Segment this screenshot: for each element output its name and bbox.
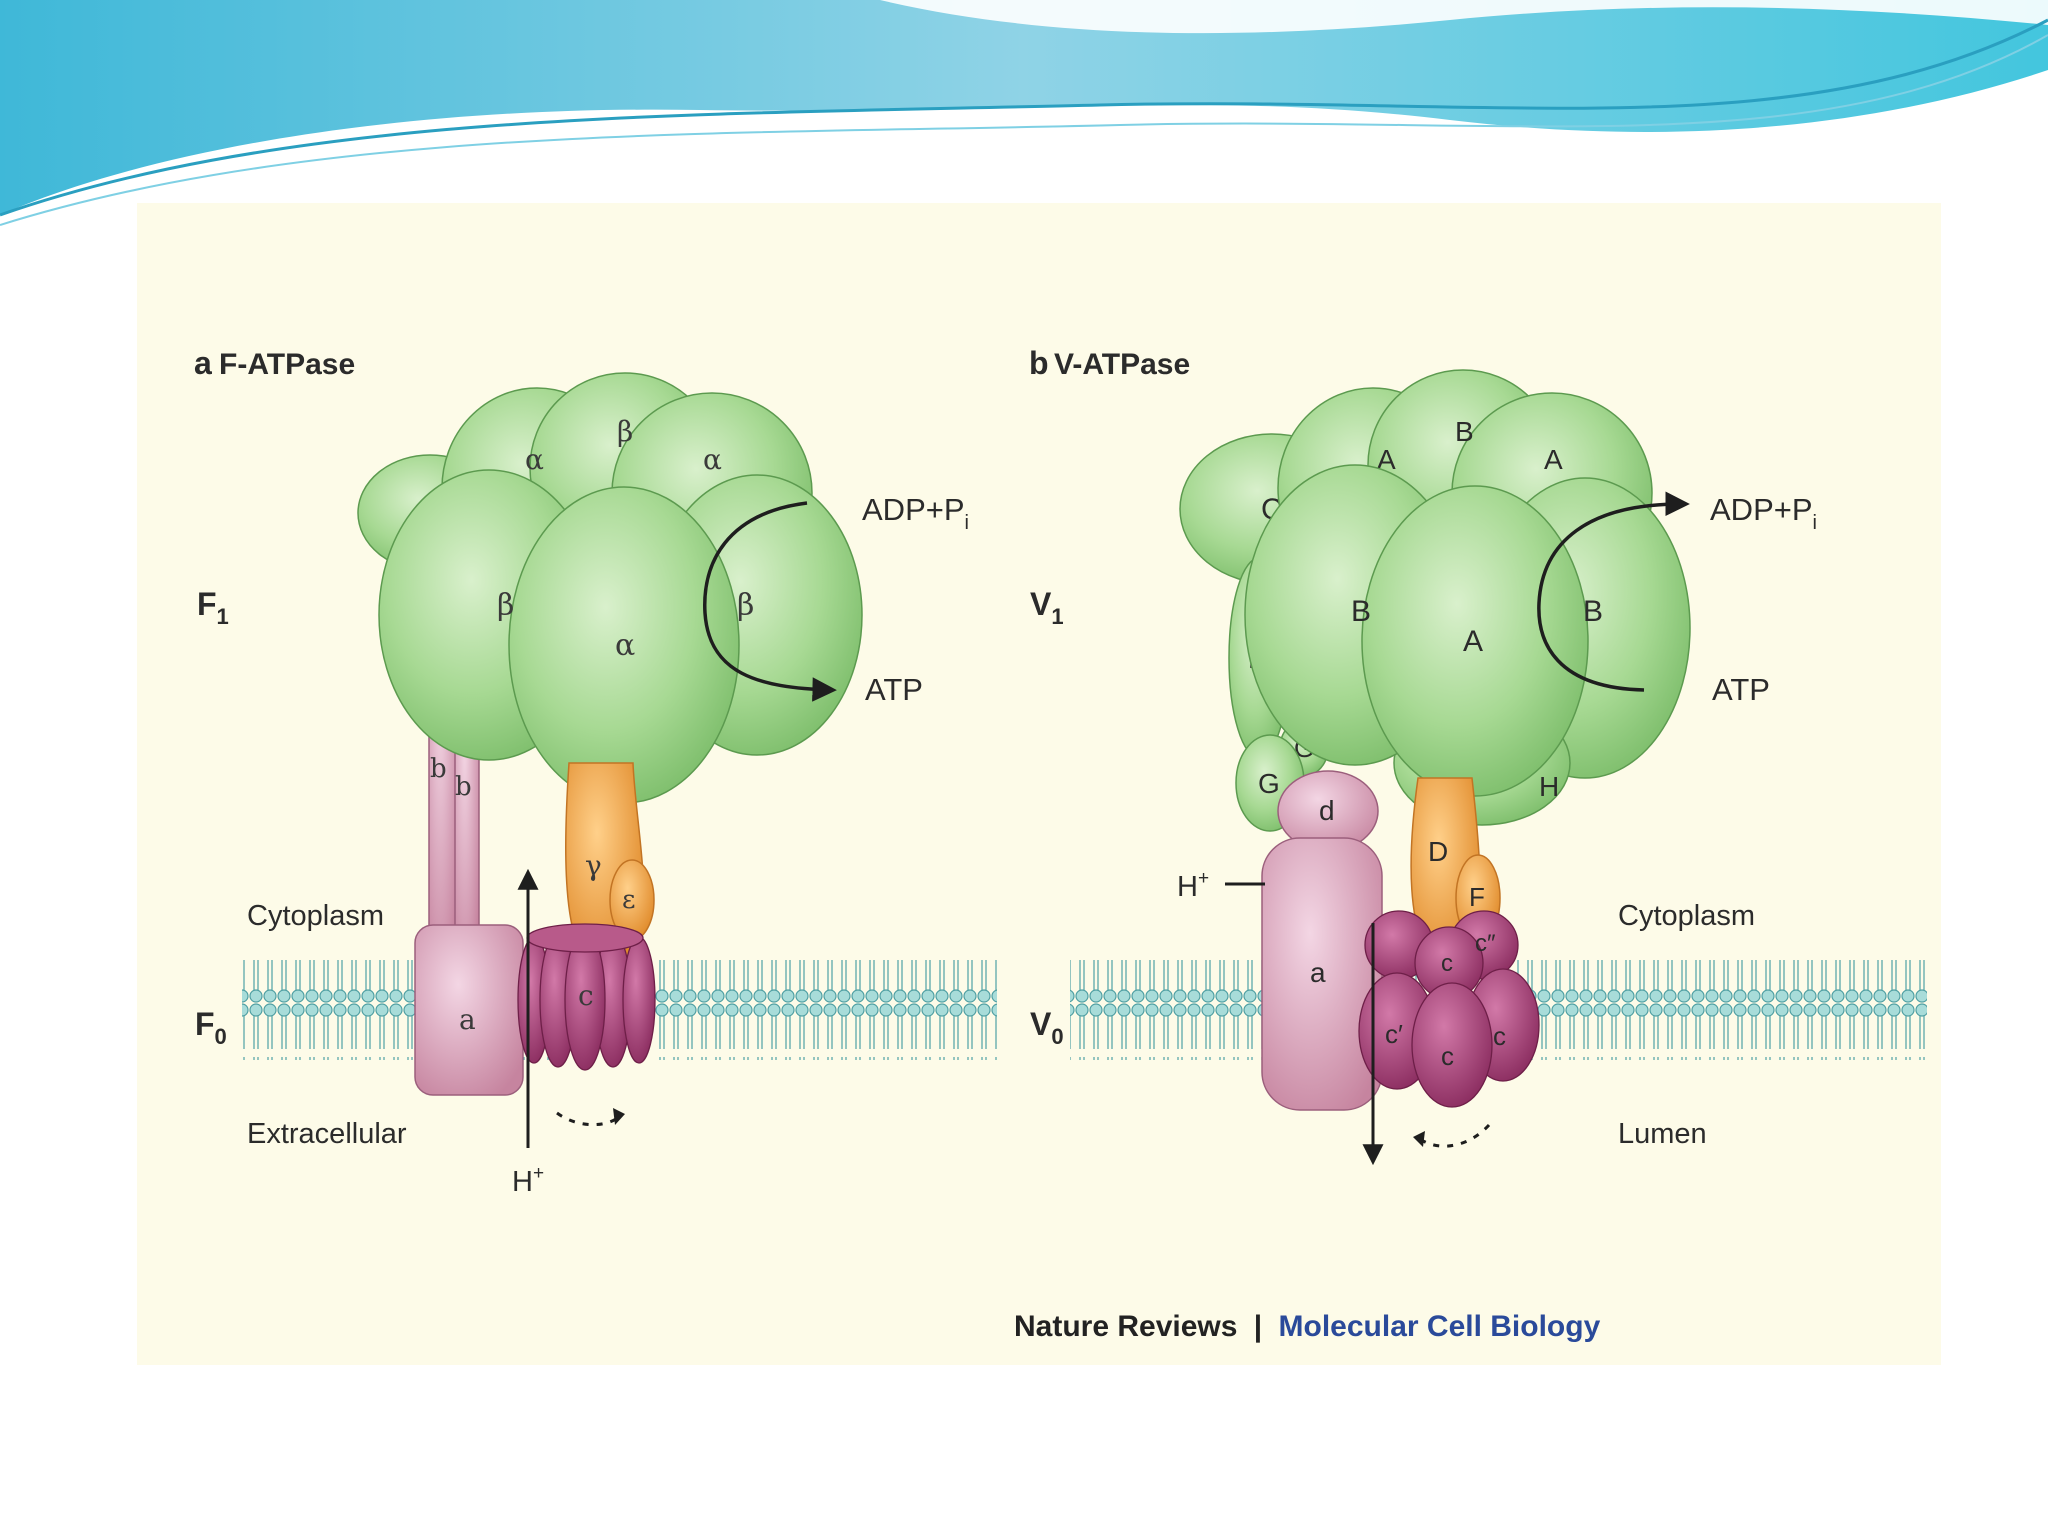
c-mid-label: c — [1441, 950, 1453, 977]
adp-pi-label-a: ADP+Pi — [862, 492, 969, 534]
panel-a-title: F-ATPase — [219, 348, 355, 381]
v1-label: V1 — [1030, 586, 1064, 629]
panel-b-v-atpase: b V-ATPase V1 V0 Cytoplasm Lumen C A B A… — [1029, 345, 1927, 1166]
atp-label-b: ATP — [1712, 672, 1770, 707]
beta-left-label: β — [497, 588, 514, 623]
header-wave-highlight — [880, 0, 2048, 34]
cytoplasm-label-b: Cytoplasm — [1618, 900, 1755, 932]
f0-label: F0 — [195, 1006, 227, 1049]
a-label-v: a — [1310, 957, 1326, 988]
beta-right-label: β — [737, 588, 754, 623]
f1-label: F1 — [197, 586, 229, 629]
c-ring-v — [1358, 910, 1540, 1108]
credit-publisher: Nature Reviews — [1014, 1310, 1237, 1343]
rotation-arrow-b — [1419, 1123, 1491, 1148]
credit-journal: Molecular Cell Biology — [1279, 1310, 1601, 1343]
synthesis-arrow-a — [703, 501, 837, 702]
beta-top-label: β — [617, 415, 633, 448]
c-ring — [517, 923, 656, 1071]
header-wave-band — [0, 0, 2048, 215]
panel-a-letter: a — [194, 345, 212, 381]
alpha1-label: α — [525, 443, 544, 476]
hydrolysis-arrow-b — [1537, 491, 1690, 692]
membrane-b-right — [1517, 960, 1927, 1060]
F-label: F — [1469, 882, 1485, 912]
c-right-label: c — [1493, 1021, 1506, 1051]
extracellular-label: Extracellular — [247, 1118, 407, 1150]
atpase-diagram: a F-ATPase F1 F0 Cytoplasm Extracellular… — [194, 345, 1927, 1343]
credit-line: Nature Reviews | Molecular Cell Biology — [1014, 1310, 1601, 1343]
c-prime-label: c′ — [1385, 1019, 1403, 1049]
atpase-figure: a F-ATPase F1 F0 Cytoplasm Extracellular… — [137, 203, 1941, 1365]
epsilon-label: ε — [622, 885, 635, 915]
alpha2-label: α — [703, 443, 722, 476]
B-top-label: B — [1455, 416, 1474, 447]
cytoplasm-label-a: Cytoplasm — [247, 900, 384, 932]
B-left-label: B — [1351, 595, 1371, 628]
gamma-label: γ — [585, 849, 602, 882]
atp-label-a: ATP — [865, 672, 923, 707]
b1-label: b — [430, 754, 447, 784]
b2-label: b — [455, 772, 472, 802]
A1-label: A — [1377, 444, 1396, 475]
alpha-center-label: α — [615, 628, 635, 663]
panel-b-letter: b — [1029, 345, 1049, 381]
A-center-label: A — [1463, 625, 1483, 658]
rotation-arrow-a — [556, 1111, 622, 1127]
membrane-a-right — [652, 960, 997, 1060]
panel-b-title: V-ATPase — [1054, 348, 1190, 381]
v0-label: V0 — [1030, 1006, 1064, 1049]
c-label: c — [578, 979, 594, 1012]
B-right-label: B — [1583, 595, 1603, 628]
A-subunit-center — [1361, 485, 1589, 797]
G1-label: G — [1258, 768, 1280, 799]
d-label: d — [1319, 795, 1335, 826]
h-plus-label-a: H+ — [512, 1163, 544, 1198]
c-double-prime-label: c″ — [1475, 930, 1496, 957]
adp-pi-label-b: ADP+Pi — [1710, 492, 1817, 534]
panel-a-f-atpase: a F-ATPase F1 F0 Cytoplasm Extracellular… — [194, 345, 997, 1198]
A2-label: A — [1544, 444, 1563, 475]
lumen-label: Lumen — [1618, 1118, 1707, 1150]
credit-separator: | — [1254, 1310, 1262, 1343]
c-bottom-label: c — [1441, 1041, 1454, 1071]
D-label: D — [1428, 836, 1448, 867]
H-label: H — [1539, 771, 1559, 802]
header-wave-line — [0, 18, 2048, 217]
h-plus-label-b: H+ — [1177, 868, 1209, 903]
a-label: a — [459, 1003, 476, 1036]
